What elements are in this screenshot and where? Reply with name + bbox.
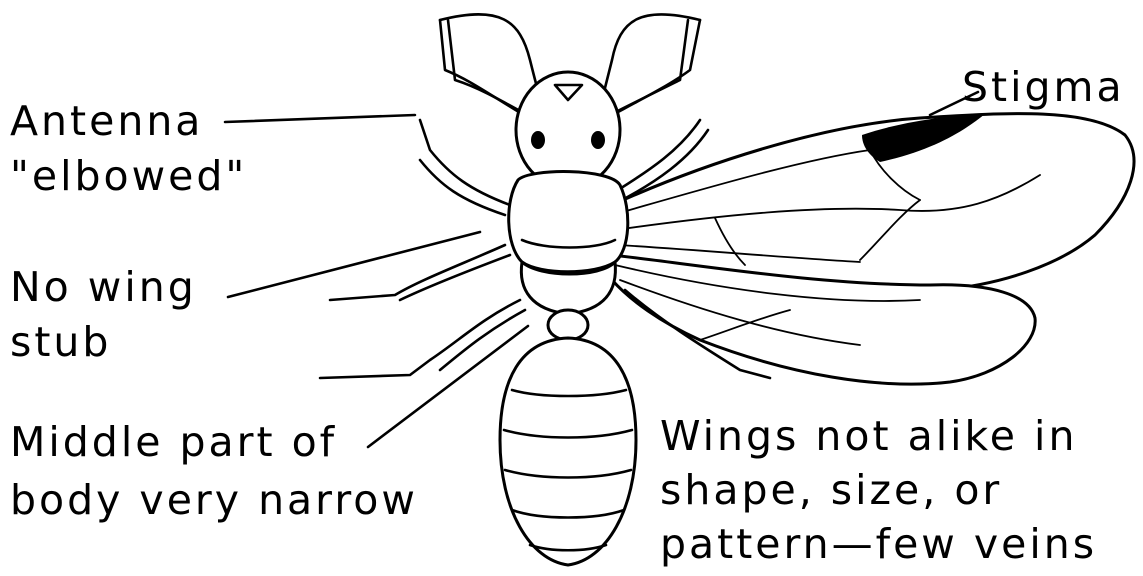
no-wing-label-2: stub [10, 318, 111, 366]
no-wing-leader [228, 232, 480, 297]
wings-label-1: Wings not alike in [660, 412, 1077, 460]
petiole [548, 310, 588, 340]
wings [612, 114, 1134, 384]
ant-body [500, 72, 636, 565]
abdomen [500, 338, 636, 565]
thorax [509, 172, 628, 272]
eye-left [531, 131, 545, 149]
wings-label-2: shape, size, or [660, 466, 1002, 514]
no-wing-label: No wing [10, 263, 197, 311]
stigma-label: Stigma [962, 63, 1125, 111]
middle-label: Middle part of [10, 418, 337, 466]
antenna-leader [225, 115, 415, 122]
eye-right [591, 131, 605, 149]
wings-label-3: pattern—few veins [660, 520, 1097, 568]
middle-label-2: body very narrow [10, 476, 418, 524]
antenna-note-label: "elbowed" [10, 152, 247, 200]
antenna-label: Antenna [10, 97, 203, 145]
